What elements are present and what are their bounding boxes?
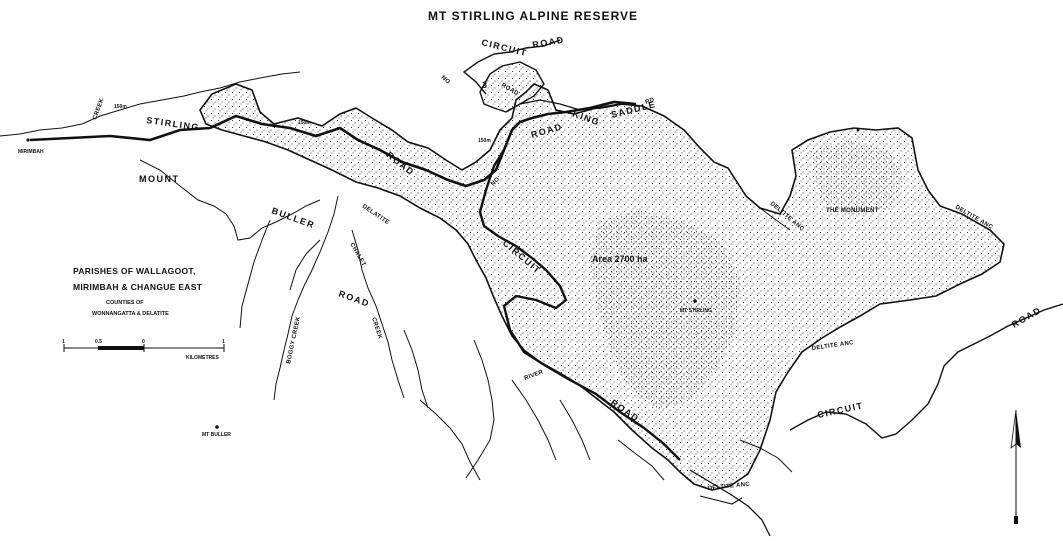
scale-tick-4: 1 xyxy=(222,339,225,345)
scale-tick-2: 0.5 xyxy=(95,339,102,345)
label-three: 3 xyxy=(482,80,489,90)
label-chalet: CHALET xyxy=(348,242,366,268)
label-delatite: DELATITE xyxy=(361,204,390,226)
label-road-top: ROAD xyxy=(532,34,566,49)
label-road-buller: ROAD xyxy=(337,288,371,309)
label-contour-3: 150m xyxy=(478,138,491,144)
label-mt-stirling: MT STIRLING xyxy=(680,308,712,314)
label-no-mid: NO xyxy=(490,176,501,187)
label-boggy-creek: BOGGY CREEK xyxy=(286,316,302,365)
label-stirling: STIRLING xyxy=(146,115,201,132)
mt-stirling-marker xyxy=(693,299,697,303)
area-label: Area 2700 ha xyxy=(592,254,649,264)
label-mt-buller: MT BULLER xyxy=(202,432,231,438)
scale-unit: KILOMETRES xyxy=(186,355,219,361)
legend-line-4: WONNANGATTA & DELATITE xyxy=(92,311,169,317)
label-buller: BULLER xyxy=(270,205,316,230)
mt-buller-marker xyxy=(215,425,219,429)
label-creek-top-left: CREEK xyxy=(92,97,105,121)
label-contour-1: 150m xyxy=(114,104,127,110)
label-circuit-top: CIRCUIT xyxy=(481,37,529,58)
mirimbah-marker xyxy=(26,138,30,142)
label-rd: RD xyxy=(645,97,656,106)
stream-network xyxy=(0,71,793,481)
label-contour-2: 150m xyxy=(298,120,311,126)
label-the-monument: THE MONUMENT xyxy=(826,208,879,214)
point-markers xyxy=(26,128,860,429)
scale-bar: 1 0.5 0 1 KILOMETRES xyxy=(62,339,225,361)
map-title: MT STIRLING ALPINE RESERVE xyxy=(428,9,638,23)
label-boundary-3: DELTITE ANC xyxy=(811,340,854,352)
legend-line-1: PARISHES OF WALLAGOOT, xyxy=(73,266,196,276)
legend-line-3: COUNTIES OF xyxy=(106,300,144,306)
label-road-right: ROAD xyxy=(1010,305,1043,330)
legend-line-2: MIRIMBAH & CHANGUE EAST xyxy=(73,282,203,292)
label-no: NO xyxy=(440,75,451,86)
road-network xyxy=(29,39,1063,537)
label-circuit-right: CIRCUIT xyxy=(816,400,864,420)
north-arrow xyxy=(1010,409,1021,524)
label-river: RIVER xyxy=(524,369,545,382)
label-mount: MOUNT xyxy=(139,174,180,184)
monument-marker xyxy=(856,128,860,132)
reserve-area xyxy=(199,61,1005,491)
scale-tick-3: 0 xyxy=(142,339,145,345)
label-boundary-4: DELTITE ANC xyxy=(708,482,751,492)
scale-tick-1: 1 xyxy=(62,339,65,345)
legend: PARISHES OF WALLAGOOT, MIRIMBAH & CHANGU… xyxy=(73,266,203,317)
label-mirimbah: MIRIMBAH xyxy=(18,149,44,155)
